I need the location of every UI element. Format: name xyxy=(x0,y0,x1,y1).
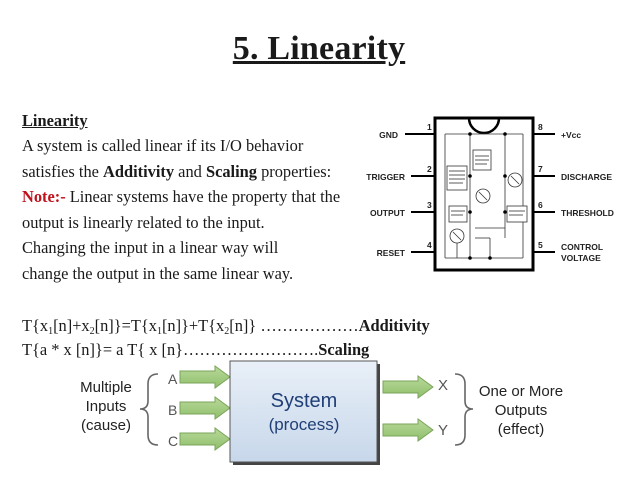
input-c-label: C xyxy=(168,433,178,449)
body-line-1: A system is called linear if its I/O beh… xyxy=(22,136,304,155)
input-arrow-a xyxy=(179,365,231,389)
body-line-6: change the output in the same linear way… xyxy=(22,263,294,283)
section-heading: Linearity xyxy=(22,111,88,130)
scaling-equation: T{a * x [n]}= a T{ x [n}…………………….Scaling xyxy=(22,340,370,359)
pin-threshold-label: THRESHOLD xyxy=(561,208,614,218)
input-b-label: B xyxy=(168,402,177,418)
input-label-line2: Inputs xyxy=(86,398,127,415)
pin-voltage-label: VOLTAGE xyxy=(561,253,601,263)
input-label-line3: (cause) xyxy=(81,417,131,434)
input-arrow-c xyxy=(179,427,231,451)
pin-reset-label: RESET xyxy=(377,248,406,258)
pin-discharge-label: DISCHARGE xyxy=(561,172,612,182)
body-line-5: Changing the input in a linear way will xyxy=(22,238,279,258)
output-y-label: Y xyxy=(438,422,448,439)
pin-1-number: 1 xyxy=(427,122,432,132)
pin-5-number: 5 xyxy=(538,240,543,250)
pin-3-number: 3 xyxy=(427,200,432,210)
input-a-label: A xyxy=(168,371,178,387)
output-label-line2: Outputs xyxy=(495,402,548,419)
output-arrow-x xyxy=(382,375,434,399)
ic-555-diagram: 1 2 3 4 8 7 6 5 GND TRIGGER OUTPUT RESET… xyxy=(366,116,614,272)
pin-7-number: 7 xyxy=(538,164,543,174)
output-brace xyxy=(454,373,474,446)
additivity-term: Additivity xyxy=(103,161,175,181)
body-text: A system is called linear if its I/O beh… xyxy=(22,133,340,287)
output-label-line3: (effect) xyxy=(498,421,544,438)
input-arrow-b xyxy=(179,396,231,420)
pin-6-number: 6 xyxy=(538,200,543,210)
body-line-3: Note:- Linear systems have the property … xyxy=(22,187,341,207)
input-label-line1: Multiple xyxy=(80,379,132,396)
output-x-label: X xyxy=(438,377,448,394)
input-brace xyxy=(139,373,159,446)
pin-control-label: CONTROL xyxy=(561,242,603,252)
system-flow-diagram: Multiple Inputs (cause) A B C System (pr… xyxy=(80,360,563,465)
body-line-4: output is linearly related to the input. xyxy=(22,212,265,232)
output-arrow-y xyxy=(382,418,434,442)
ic-internal-circuit xyxy=(444,133,528,259)
pin-vcc-label: +Vcc xyxy=(561,130,581,140)
additivity-equation: T{x1[n]+x2[n]}=T{x1[n]}+T{x2[n]} ………………A… xyxy=(22,316,430,337)
system-title: System xyxy=(271,390,338,412)
system-subtitle: (process) xyxy=(269,415,340,434)
pin-4-number: 4 xyxy=(427,240,432,250)
body-line-2: satisfies the Additivity and Scaling pro… xyxy=(22,161,332,181)
output-label-line1: One or More xyxy=(479,383,563,400)
ic-notch xyxy=(467,117,501,135)
pin-gnd-label: GND xyxy=(379,130,398,140)
page-title: 5. Linearity xyxy=(232,30,406,67)
system-box xyxy=(229,360,378,463)
note-label: Note:- xyxy=(22,187,66,207)
scaling-term: Scaling xyxy=(205,161,257,181)
pin-8-number: 8 xyxy=(538,122,543,132)
pin-2-number: 2 xyxy=(427,164,432,174)
pin-trigger-label: TRIGGER xyxy=(366,172,405,182)
pin-output-label: OUTPUT xyxy=(370,208,406,218)
